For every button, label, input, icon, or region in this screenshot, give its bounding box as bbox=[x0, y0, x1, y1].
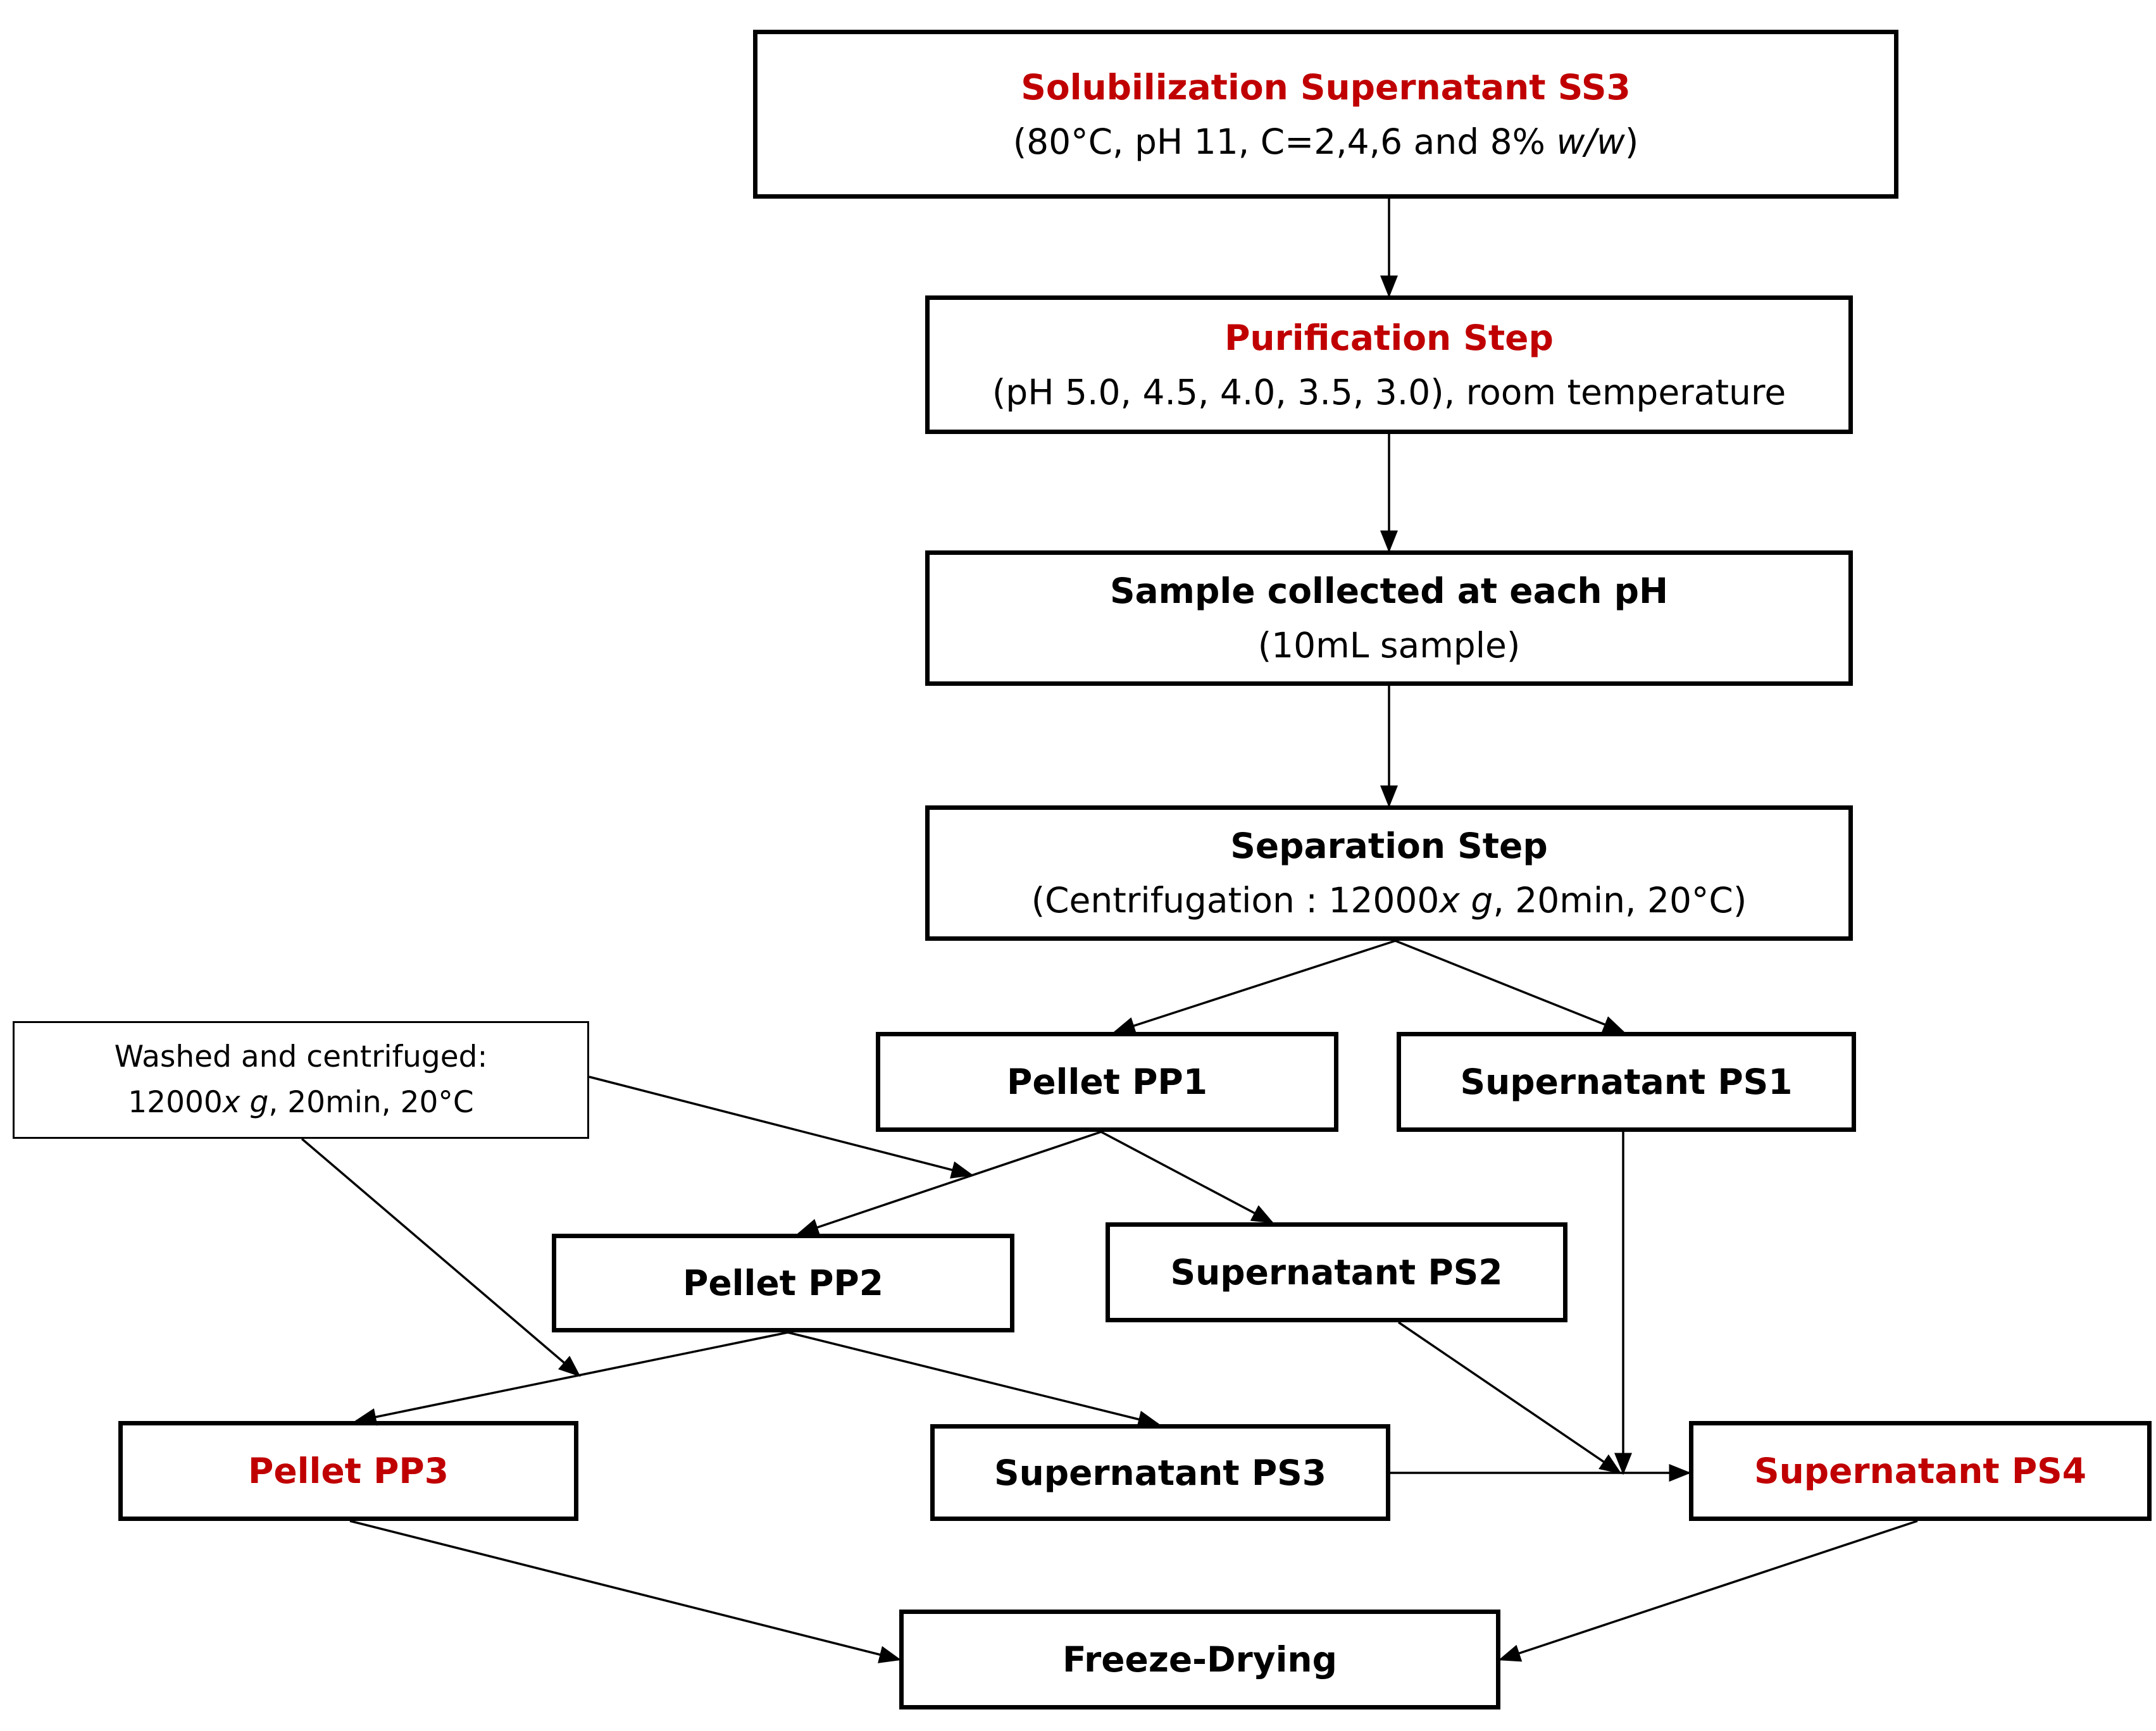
node-purification-step: Purification Step (pH 5.0, 4.5, 4.0, 3.5… bbox=[925, 295, 1853, 434]
node-subtitle: (10mL sample) bbox=[1257, 625, 1521, 666]
node-supernatant-ps4: Supernatant PS4 bbox=[1689, 1421, 2152, 1521]
node-title: Pellet PP3 bbox=[248, 1451, 449, 1491]
node-subtitle: (80°C, pH 11, C=2,4,6 and 8% w/w) bbox=[1013, 121, 1639, 162]
node-title: Pellet PP1 bbox=[1007, 1062, 1207, 1102]
arrow-ps2-to-ps4 bbox=[1398, 1321, 1622, 1474]
node-title: Freeze-Drying bbox=[1062, 1639, 1337, 1680]
node-title: Separation Step bbox=[1230, 826, 1548, 866]
node-title: Supernatant PS4 bbox=[1754, 1451, 2087, 1491]
arrow-separation-to-pp1 bbox=[1112, 940, 1396, 1034]
node-sample-collected: Sample collected at each pH (10mL sample… bbox=[925, 550, 1853, 686]
arrow-pp2-to-ps3 bbox=[787, 1331, 1161, 1429]
node-supernatant-ps3: Supernatant PS3 bbox=[930, 1424, 1390, 1521]
node-freeze-drying: Freeze-Drying bbox=[899, 1610, 1500, 1709]
node-title: Solubilization Supernatant SS3 bbox=[1021, 66, 1631, 108]
node-pellet-pp2: Pellet PP2 bbox=[552, 1234, 1014, 1332]
arrow-pp1-to-ps2 bbox=[1100, 1131, 1274, 1224]
node-separation-step: Separation Step (Centrifugation : 12000x… bbox=[925, 805, 1853, 941]
note-line-1: Washed and centrifuged: bbox=[114, 1039, 488, 1074]
node-subtitle: (Centrifugation : 12000x g, 20min, 20°C) bbox=[1031, 880, 1747, 921]
node-subtitle: (pH 5.0, 4.5, 4.0, 3.5, 3.0), room tempe… bbox=[992, 371, 1786, 413]
arrow-pp1-to-pp2 bbox=[796, 1131, 1102, 1236]
node-supernatant-ps1: Supernatant PS1 bbox=[1397, 1032, 1856, 1132]
node-title: Supernatant PS2 bbox=[1170, 1252, 1503, 1293]
arrow-ps4-to-freeze-drying bbox=[1498, 1520, 1918, 1662]
node-pellet-pp1: Pellet PP1 bbox=[876, 1032, 1338, 1132]
node-title: Purification Step bbox=[1224, 317, 1554, 358]
node-title: Supernatant PS1 bbox=[1460, 1062, 1793, 1102]
arrow-separation-to-ps1 bbox=[1395, 940, 1626, 1033]
arrow-note-to-pp2-pp3-link bbox=[301, 1138, 581, 1377]
arrow-pp2-to-pp3 bbox=[354, 1331, 788, 1426]
node-title: Supernatant PS3 bbox=[994, 1452, 1327, 1493]
note-line-2: 12000x g, 20min, 20°C bbox=[128, 1085, 474, 1120]
node-wash-note: Washed and centrifuged: 12000x g, 20min,… bbox=[13, 1021, 589, 1139]
arrow-pp3-to-freeze-drying bbox=[349, 1520, 902, 1663]
node-pellet-pp3: Pellet PP3 bbox=[118, 1421, 578, 1521]
node-title: Sample collected at each pH bbox=[1109, 571, 1669, 611]
node-title: Pellet PP2 bbox=[683, 1263, 883, 1303]
node-supernatant-ps2: Supernatant PS2 bbox=[1106, 1222, 1567, 1322]
node-solubilization-supernatant-ss3: Solubilization Supernatant SS3 (80°C, pH… bbox=[753, 30, 1898, 199]
